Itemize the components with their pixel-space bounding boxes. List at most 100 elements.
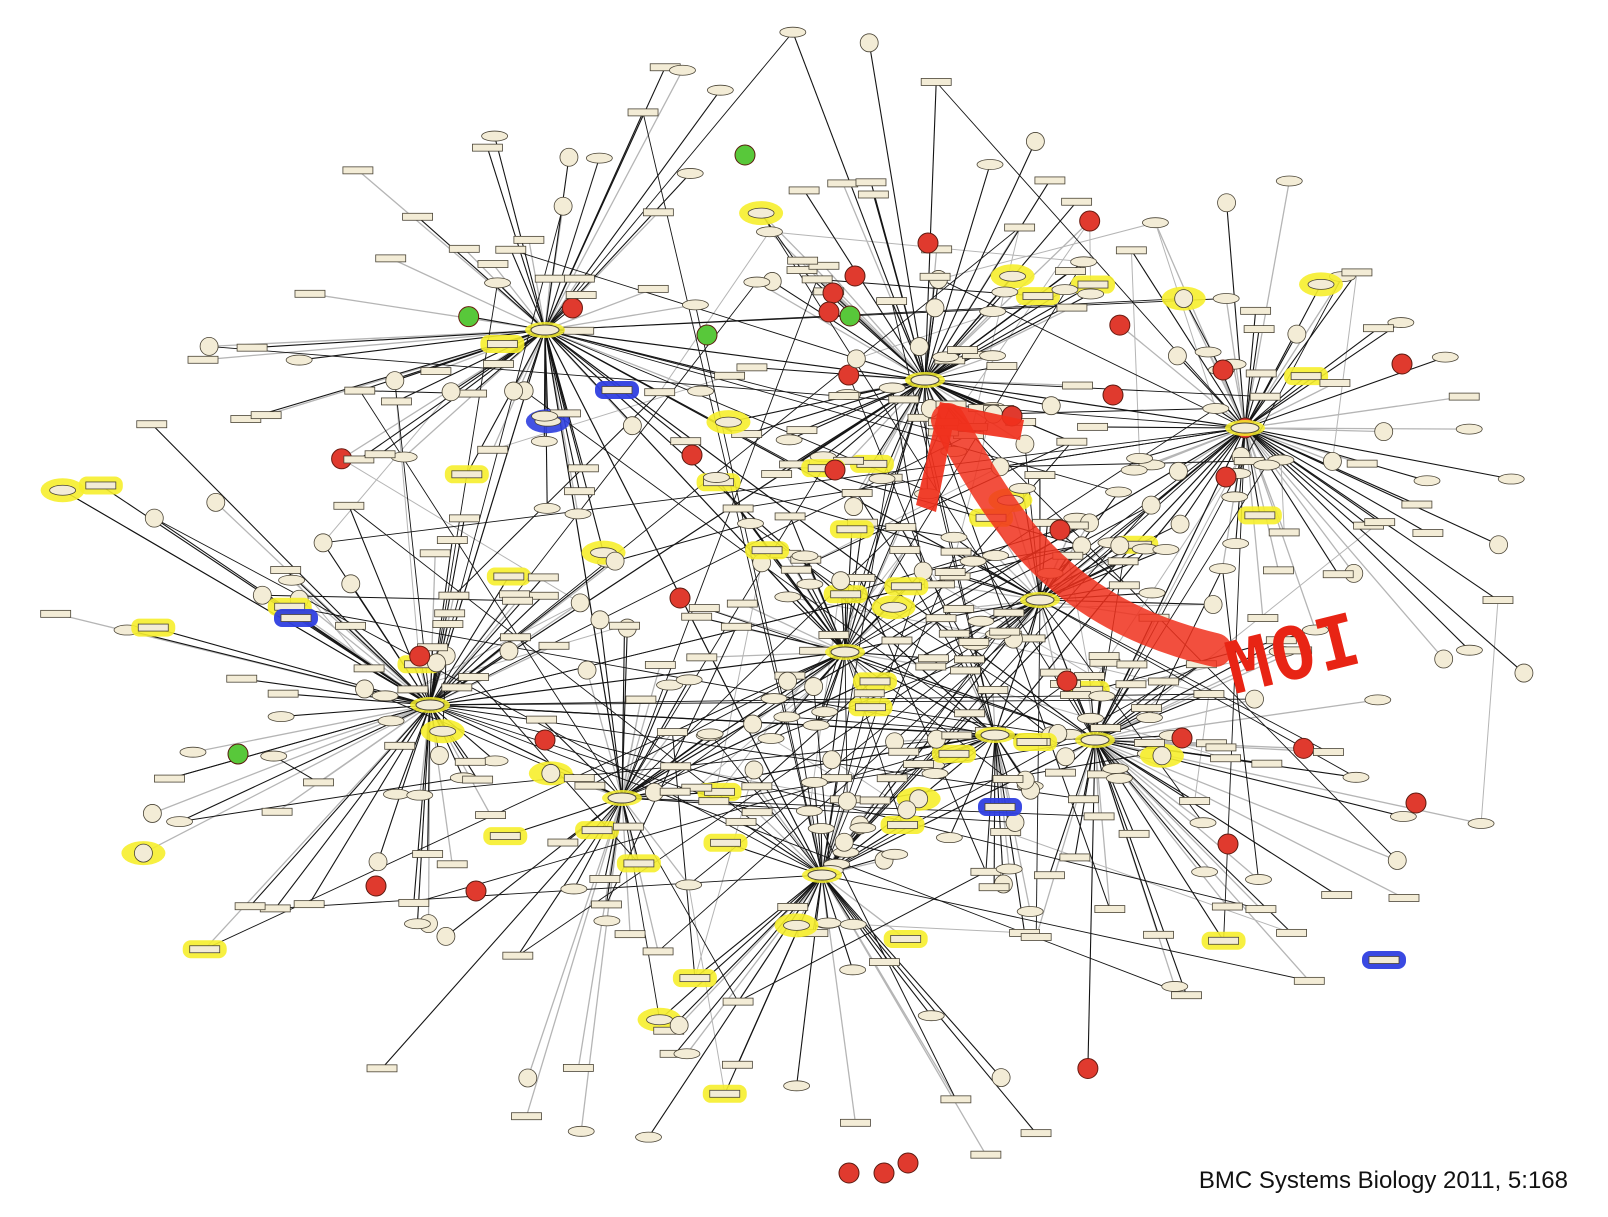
edge-dark bbox=[621, 625, 626, 799]
edge-light bbox=[384, 625, 625, 697]
edge-dark bbox=[709, 733, 823, 876]
gene-node bbox=[511, 1112, 542, 1121]
gene-node bbox=[940, 531, 968, 543]
gene-node bbox=[614, 930, 646, 939]
edge-dark bbox=[1094, 464, 1268, 741]
gene-node bbox=[714, 371, 746, 380]
edge-dark bbox=[868, 42, 926, 381]
edge-dark bbox=[935, 81, 1246, 429]
gene-node bbox=[868, 473, 896, 485]
edge-dark bbox=[1244, 427, 1261, 516]
edge-light bbox=[1244, 382, 1336, 429]
gene-node bbox=[761, 470, 793, 478]
edge-dark bbox=[787, 596, 846, 653]
edge-dark bbox=[621, 797, 739, 1002]
edge-dark bbox=[1094, 739, 1337, 896]
edge-dark bbox=[348, 505, 431, 706]
gene-node bbox=[438, 591, 470, 600]
gene-node bbox=[1088, 690, 1116, 702]
gene-node bbox=[923, 580, 955, 589]
gene-node bbox=[1482, 596, 1514, 604]
edge-dark bbox=[1094, 739, 1206, 873]
gene-node bbox=[404, 918, 431, 930]
hub-node bbox=[530, 324, 560, 336]
nodes bbox=[40, 26, 1534, 1184]
gene-node bbox=[751, 546, 783, 555]
gene-node bbox=[1179, 797, 1211, 805]
gene-node bbox=[364, 450, 396, 459]
edge-dark bbox=[442, 655, 447, 732]
edge-light bbox=[678, 874, 823, 1026]
edge-dark bbox=[694, 874, 823, 979]
gene-node bbox=[1413, 475, 1441, 487]
gene-node bbox=[1168, 346, 1187, 366]
edge-dark bbox=[621, 679, 690, 799]
gene-node bbox=[859, 677, 891, 686]
gene-node bbox=[1211, 902, 1243, 911]
gene-node bbox=[377, 715, 405, 727]
gene-node bbox=[293, 900, 325, 909]
gene-node bbox=[477, 260, 509, 268]
gene-node bbox=[398, 898, 430, 907]
edge-dark bbox=[1087, 739, 1096, 1069]
gene-node bbox=[909, 789, 929, 809]
gene-node bbox=[1161, 981, 1189, 992]
edge-dark bbox=[494, 135, 546, 331]
gene-node bbox=[1174, 289, 1194, 308]
edge-light bbox=[1280, 459, 1285, 533]
gene-node bbox=[696, 728, 724, 740]
gene-node bbox=[787, 256, 819, 265]
gene-node bbox=[675, 879, 703, 891]
gene-node bbox=[888, 395, 920, 404]
edge-dark bbox=[283, 693, 431, 706]
state-node bbox=[1079, 210, 1101, 232]
gene-node bbox=[1362, 324, 1394, 333]
gene-node bbox=[154, 774, 185, 783]
edge-light bbox=[544, 69, 684, 331]
edge-dark bbox=[1244, 356, 1446, 429]
gene-node bbox=[984, 803, 1016, 811]
gene-node bbox=[1090, 724, 1122, 732]
gene-node bbox=[890, 935, 922, 943]
gene-node bbox=[381, 397, 412, 406]
gene-node bbox=[371, 690, 399, 702]
gene-node bbox=[1287, 324, 1307, 344]
gene-node bbox=[383, 788, 410, 800]
gene-node bbox=[846, 349, 866, 369]
gene-node bbox=[1203, 595, 1223, 614]
edge-light bbox=[580, 797, 623, 1132]
gene-node bbox=[1364, 694, 1392, 706]
gene-node bbox=[458, 673, 489, 681]
gene-node bbox=[1401, 500, 1433, 509]
edge-dark bbox=[621, 797, 640, 864]
edge-dark bbox=[381, 797, 623, 1069]
edge-dark bbox=[1183, 298, 1222, 371]
gene-node bbox=[1364, 518, 1396, 527]
gene-node bbox=[992, 775, 1024, 783]
edge-light bbox=[1130, 250, 1141, 459]
gene-node bbox=[294, 289, 326, 298]
hub-node bbox=[415, 699, 445, 711]
gene-node bbox=[1374, 422, 1394, 442]
gene-node bbox=[756, 226, 783, 238]
gene-node bbox=[40, 609, 72, 618]
gene-node bbox=[783, 919, 810, 931]
edge-light bbox=[823, 265, 926, 381]
gene-node bbox=[669, 64, 696, 76]
gene-node bbox=[481, 755, 509, 767]
edge-dark bbox=[1244, 333, 1298, 429]
gene-node bbox=[234, 902, 266, 911]
gene-node bbox=[441, 683, 473, 692]
edge-dark bbox=[821, 874, 829, 924]
gene-node bbox=[267, 689, 299, 698]
gene-node bbox=[1077, 280, 1109, 289]
gene-node bbox=[1323, 451, 1342, 471]
gene-node bbox=[1321, 891, 1353, 899]
edge-dark bbox=[994, 683, 1066, 736]
edge-dark bbox=[1039, 599, 1204, 823]
edge-dark bbox=[621, 797, 661, 1020]
edge-dark bbox=[1139, 427, 1246, 459]
gene-node bbox=[681, 612, 713, 621]
gene-node bbox=[938, 749, 970, 758]
edge-dark bbox=[891, 387, 924, 572]
